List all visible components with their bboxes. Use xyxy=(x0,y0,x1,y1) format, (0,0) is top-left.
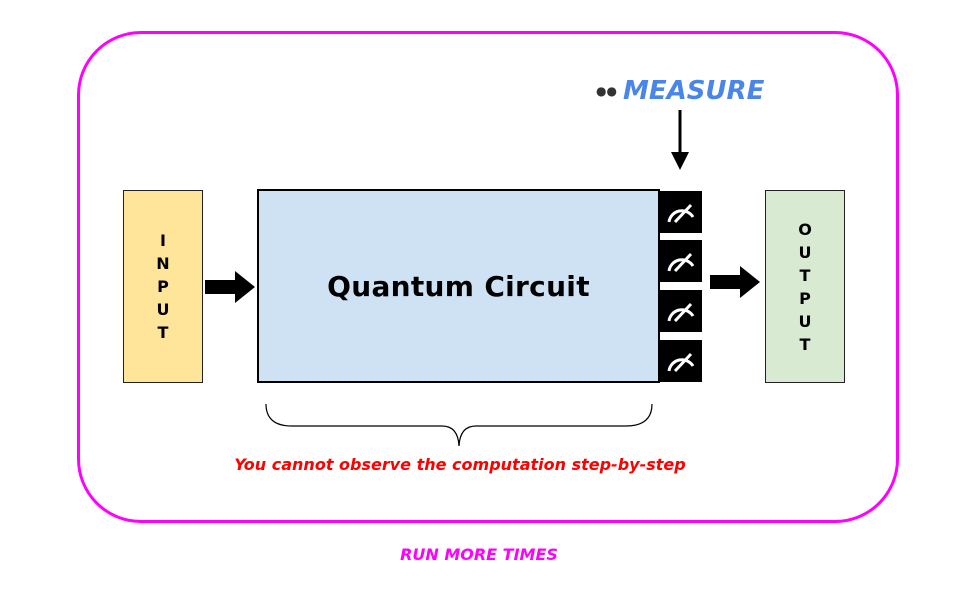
output-letter: U xyxy=(798,242,812,262)
measurement-gauge-icon xyxy=(660,340,702,382)
output-letter: T xyxy=(799,265,811,285)
measurement-gauge-icon xyxy=(660,240,702,282)
output-letter: T xyxy=(799,334,811,354)
input-label: I N P U T xyxy=(156,229,169,344)
output-label: O U T P U T xyxy=(798,218,812,356)
measure-text: MEASURE xyxy=(622,76,765,106)
input-box: I N P U T xyxy=(123,190,203,383)
caption-text: You cannot observe the computation step-… xyxy=(234,455,686,474)
input-arrow xyxy=(205,271,255,303)
measurement-gauge-icon xyxy=(660,290,702,332)
input-letter: T xyxy=(157,323,169,342)
quantum-circuit-box: Quantum Circuit xyxy=(257,189,660,383)
output-letter: P xyxy=(799,288,811,308)
circuit-brace xyxy=(265,403,653,447)
input-letter: U xyxy=(156,300,170,319)
measurement-gauge-icon xyxy=(660,191,702,233)
circuit-title: Quantum Circuit xyxy=(327,269,590,303)
run-loop-frame xyxy=(77,31,899,523)
measure-label: ●● MEASURE xyxy=(596,74,796,108)
output-letter: O xyxy=(798,219,812,239)
input-letter: N xyxy=(156,254,170,273)
input-letter: I xyxy=(160,231,166,250)
output-arrow xyxy=(710,266,760,298)
measure-down-arrow xyxy=(671,110,689,170)
eyes-icon: ●● xyxy=(596,84,617,98)
output-letter: U xyxy=(798,311,812,331)
input-letter: P xyxy=(157,277,169,296)
footer-text: RUN MORE TIMES xyxy=(400,545,558,564)
output-box: O U T P U T xyxy=(765,190,845,383)
